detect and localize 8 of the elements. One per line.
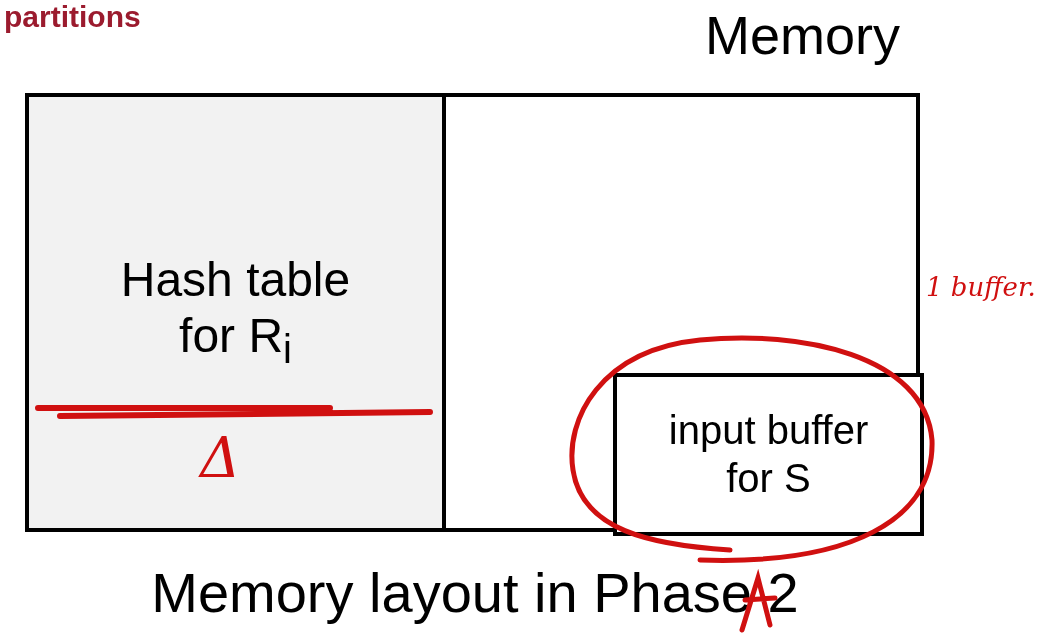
handwritten-note: 1 buffer. xyxy=(926,272,1036,302)
memory-heading: Memory xyxy=(704,4,900,66)
memory-region-box xyxy=(613,373,924,536)
region-label: input buffer for S xyxy=(667,407,870,502)
figure-caption: Memory layout in Phase 2 xyxy=(150,560,800,625)
handwritten-delta: Δ xyxy=(200,425,241,490)
region-label: Hash table for R$_{i}$ xyxy=(119,251,352,373)
slide-title: partitions xyxy=(4,0,141,34)
